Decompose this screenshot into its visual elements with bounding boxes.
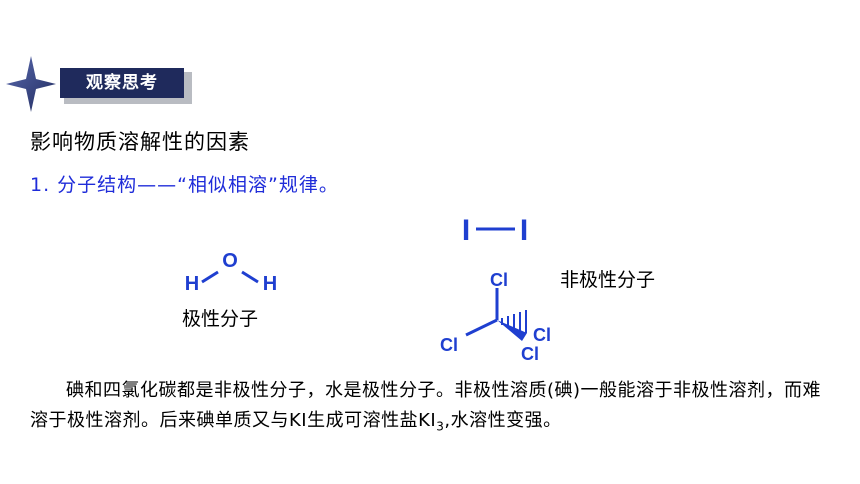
bond-ccl-wedge xyxy=(497,320,527,341)
polar-molecule-label: 极性分子 xyxy=(182,308,259,330)
atom-chlorine-bottom: Cl xyxy=(521,344,539,364)
atom-hydrogen-left: H xyxy=(185,273,199,295)
explanation-paragraph: 碘和四氯化碳都是非极性分子，水是极性分子。非极性溶质(碘)一般能溶于非极性溶剂，… xyxy=(30,376,830,442)
section-badge: 观察思考 xyxy=(60,68,184,98)
paragraph-text: 碘和四氯化碳都是非极性分子，水是极性分子。非极性溶质(碘)一般能溶于非极性溶剂，… xyxy=(30,380,822,431)
bond-ccl-dashed xyxy=(501,310,527,333)
bond-oh-left xyxy=(201,270,219,284)
nonpolar-molecule-label: 非极性分子 xyxy=(560,269,656,291)
page-heading: 影响物质溶解性的因素 xyxy=(30,130,250,154)
atom-iodine-right: I xyxy=(520,214,528,247)
atom-chlorine-top: Cl xyxy=(490,270,508,290)
atom-hydrogen-right: H xyxy=(263,273,277,295)
bond-oh-right xyxy=(241,270,259,284)
water-molecule: O H H xyxy=(185,250,277,295)
atom-chlorine-left: Cl xyxy=(440,335,458,355)
four-point-star-icon xyxy=(6,56,56,112)
atom-iodine-left: I xyxy=(462,214,470,247)
bond-ccl-left xyxy=(465,318,498,337)
ccl4-molecule: Cl Cl Cl Cl xyxy=(440,270,551,364)
rule-subheading: 1. 分子结构——“相似相溶”规律。 xyxy=(30,174,339,196)
iodine-molecule: I I xyxy=(462,214,528,247)
paragraph-subscript: 3 xyxy=(436,419,445,434)
paragraph-tail: ,水溶性变强。 xyxy=(444,410,562,431)
molecule-diagrams: O H H I I Cl Cl Cl Cl xyxy=(185,214,551,364)
atom-oxygen: O xyxy=(222,250,238,272)
atom-chlorine-right: Cl xyxy=(533,325,551,345)
